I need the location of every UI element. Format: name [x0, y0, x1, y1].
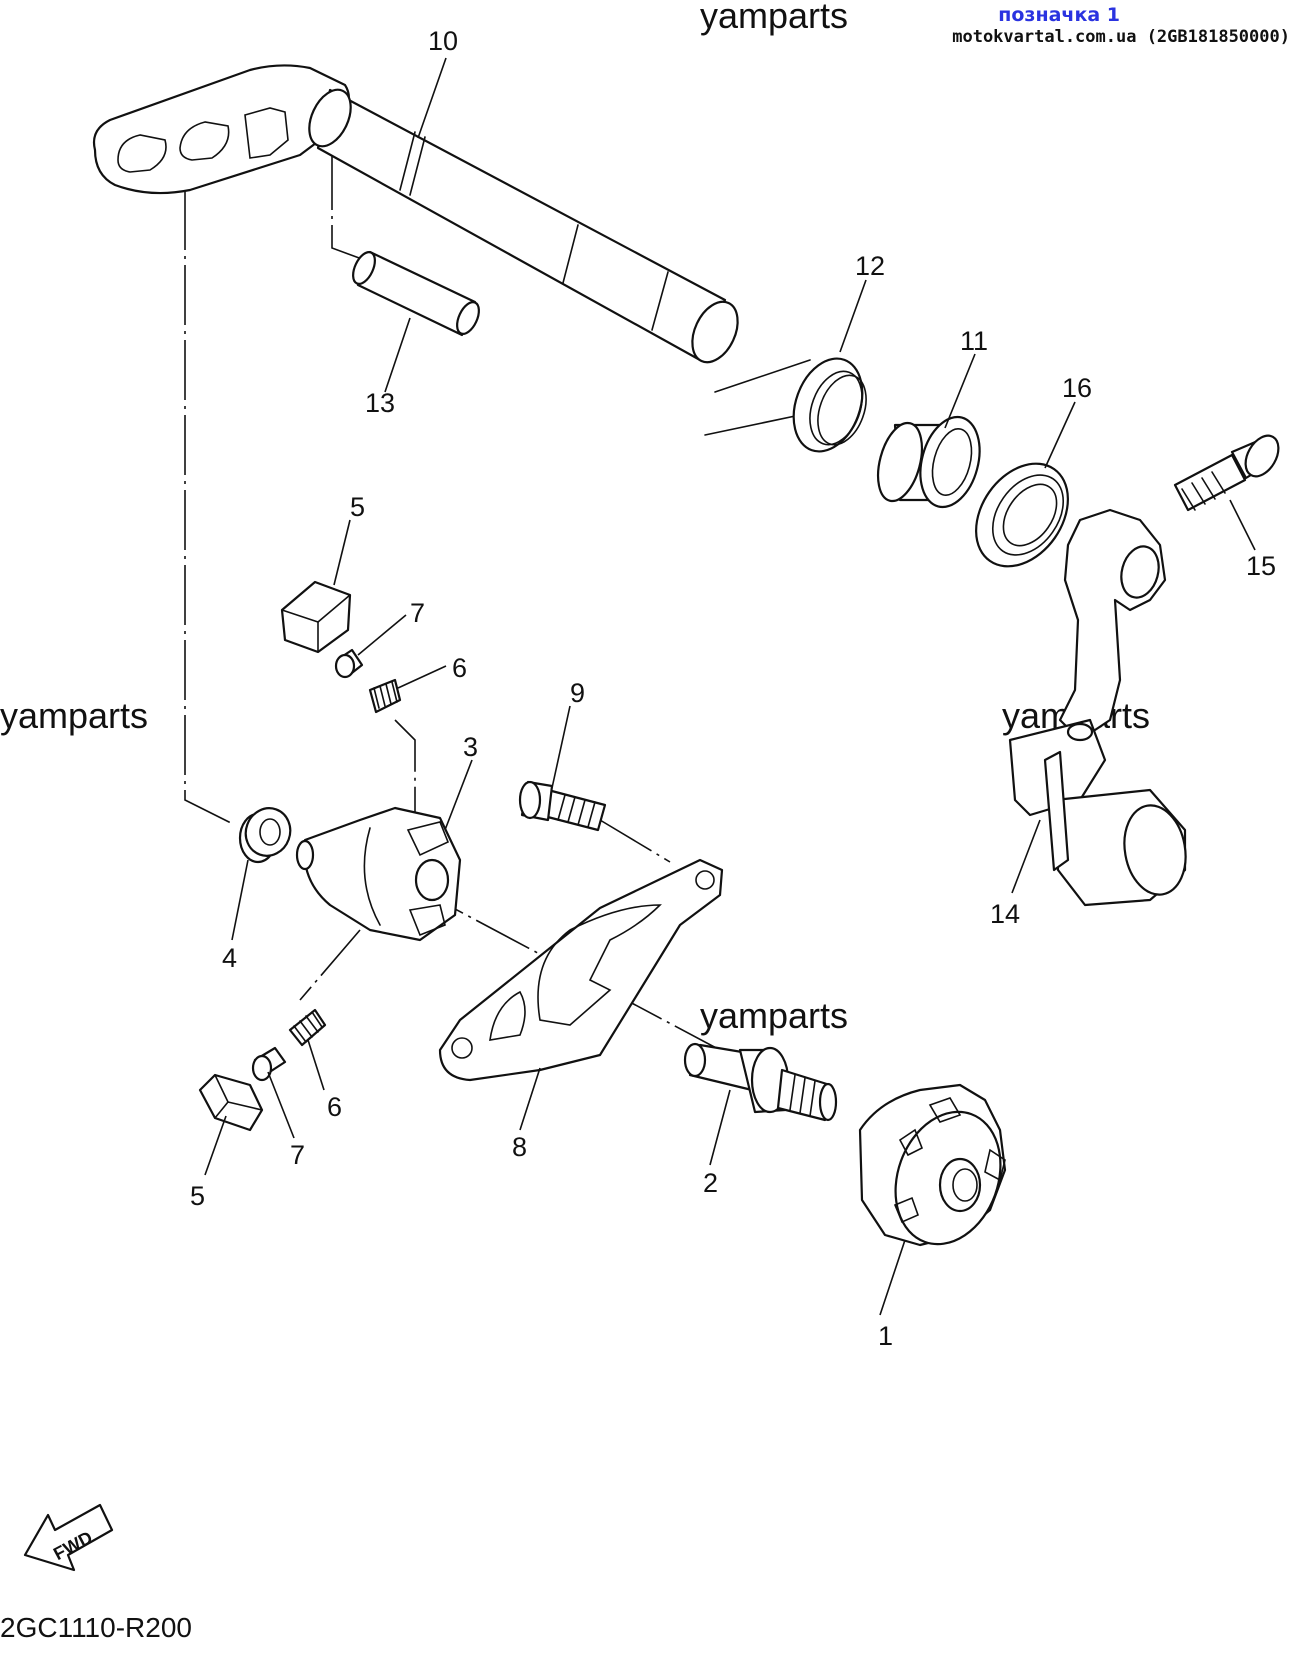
assembly-line-stopper	[299, 929, 361, 1001]
part-segment	[295, 806, 462, 942]
part-oil-seal	[975, 462, 1069, 568]
callout-1: 1	[878, 1321, 893, 1351]
part-bolt-9	[518, 780, 607, 832]
callout-6-top: 6	[452, 653, 467, 683]
leader-lines	[204, 57, 1256, 1316]
assembly-line-bolt9	[599, 819, 671, 863]
callout-7-top: 7	[410, 598, 425, 628]
part-pivot-bolt	[683, 1042, 838, 1122]
callout-9: 9	[570, 678, 585, 708]
part-torsion-spring	[704, 357, 867, 453]
callout-3: 3	[463, 732, 478, 762]
callout-7-bottom: 7	[290, 1140, 305, 1170]
callout-4: 4	[222, 943, 237, 973]
part-shift-drum-segment	[858, 1083, 1007, 1247]
watermark-left: yamparts	[0, 695, 148, 736]
assembly-line-pin	[331, 150, 371, 263]
part-collar-4	[238, 807, 292, 864]
callout-13: 13	[365, 388, 395, 418]
part-stopper-top	[280, 580, 352, 654]
tag-label: позначка 1	[998, 4, 1120, 26]
callout-5-top: 5	[350, 492, 365, 522]
part-collar	[876, 415, 981, 509]
callout-12: 12	[855, 251, 885, 281]
watermark-top: yamparts	[700, 0, 848, 36]
callout-16: 16	[1062, 373, 1092, 403]
watermark-center: yamparts	[700, 995, 848, 1036]
part-dowel-bottom	[251, 1046, 287, 1082]
part-stopper-plate	[438, 858, 724, 1082]
callout-8: 8	[512, 1132, 527, 1162]
part-pin	[352, 250, 480, 337]
assembly-line-shaft-lever	[184, 190, 236, 826]
callout-2: 2	[703, 1168, 718, 1198]
part-shift-shaft	[92, 64, 739, 364]
part-spring-top	[368, 678, 402, 714]
part-dowel-top	[334, 648, 364, 679]
callout-6-bottom: 6	[327, 1092, 342, 1122]
diagram-reference: 2GC1110-R200	[0, 1612, 192, 1643]
callout-15: 15	[1246, 551, 1276, 581]
callout-11: 11	[960, 326, 988, 356]
part-stopper-bottom	[198, 1073, 264, 1132]
source-label: motokvartal.com.ua (2GB181850000)	[952, 27, 1290, 47]
fwd-arrow-icon: FWD	[23, 1503, 114, 1572]
callout-5-bottom: 5	[190, 1181, 205, 1211]
part-spring-bottom	[288, 1008, 327, 1047]
part-shift-pedal	[1008, 508, 1187, 907]
callout-14: 14	[990, 899, 1020, 929]
part-bolt-15	[1173, 434, 1280, 512]
callout-10: 10	[428, 26, 458, 56]
assembly-line-spring	[394, 719, 416, 825]
